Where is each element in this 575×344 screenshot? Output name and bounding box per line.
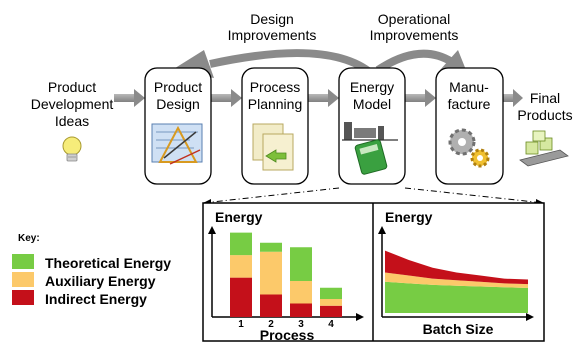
svg-text:Improvements: Improvements (370, 27, 459, 43)
operational-feedback-arrow (375, 49, 455, 74)
stage-energy-model: Energy Model (338, 67, 406, 185)
output-label: Final Products (517, 90, 572, 123)
bar-segment-indirect-energy-2 (260, 294, 282, 317)
svg-text:Development: Development (31, 96, 114, 112)
svg-text:Theoretical Energy: Theoretical Energy (45, 255, 171, 271)
stage-product-design: Product Design (144, 67, 212, 185)
svg-text:Design: Design (156, 96, 200, 112)
bar-segment-theoretical-energy-4 (320, 287, 342, 299)
svg-text:Manu-: Manu- (449, 79, 489, 95)
bar-chart-tick-label: 1 (238, 319, 244, 330)
blueprint-icon (151, 123, 203, 165)
calculator-factory-icon (342, 122, 398, 175)
bar-chart-tick-label: 3 (298, 319, 304, 330)
operational-improvements-label: Operational Improvements (370, 11, 459, 43)
batch-size-area-chart: Energy Batch Size (378, 209, 534, 337)
svg-text:Model: Model (353, 96, 391, 112)
area-band-theoretical-energy (385, 281, 528, 313)
svg-text:Auxiliary Energy: Auxiliary Energy (45, 273, 156, 289)
bar-segment-theoretical-energy-3 (290, 247, 312, 281)
bar-chart-y-arrowhead (208, 226, 216, 234)
stage-process-planning: Process Planning (241, 67, 309, 185)
svg-text:facture: facture (448, 96, 491, 112)
bar-chart-tick-label: 4 (328, 319, 334, 330)
design-feedback-arrow (209, 49, 375, 78)
bar-segment-indirect-energy-1 (230, 277, 252, 317)
lightbulb-icon (62, 136, 82, 162)
svg-text:Process: Process (250, 79, 301, 95)
conveyor-boxes-icon (519, 130, 569, 167)
bar-segment-auxiliary-energy-3 (290, 281, 312, 304)
legend-swatch-theoretical (12, 254, 34, 269)
area-chart-ylabel: Energy (385, 209, 433, 225)
bar-segment-indirect-energy-3 (290, 303, 312, 317)
bar-segment-auxiliary-energy-4 (320, 299, 342, 306)
stage-manufacture: Manu- facture (435, 67, 504, 185)
flow-arrow (503, 89, 523, 107)
bar-chart-x-arrowhead (356, 313, 364, 321)
svg-text:Final: Final (530, 90, 560, 106)
svg-text:Product: Product (48, 79, 96, 95)
bar-chart-tick-label: 2 (268, 319, 274, 330)
svg-text:Operational: Operational (378, 11, 450, 27)
legend: Key: Theoretical Energy Auxiliary Energy… (12, 233, 171, 307)
legend-swatch-indirect (12, 290, 34, 305)
process-energy-bar-chart: Energy 1 2 3 4 Process (208, 209, 364, 343)
svg-text:Product: Product (154, 79, 202, 95)
flow-arrow (114, 89, 145, 107)
bar-segment-theoretical-energy-1 (230, 232, 252, 256)
svg-text:Design: Design (250, 11, 294, 27)
legend-swatch-auxiliary (12, 272, 34, 287)
gears-icon (448, 128, 490, 168)
bar-segment-indirect-energy-4 (320, 305, 342, 317)
flow-arrows (114, 89, 523, 107)
svg-text:Ideas: Ideas (55, 113, 89, 129)
bar-segment-theoretical-energy-2 (260, 242, 282, 252)
area-chart-xlabel: Batch Size (423, 321, 494, 337)
area-chart-y-arrowhead (378, 226, 386, 234)
svg-text:Products: Products (517, 107, 572, 123)
bar-segment-auxiliary-energy-2 (260, 251, 282, 295)
input-label: Product Development Ideas (31, 79, 114, 129)
flow-arrow (405, 89, 436, 107)
documents-icon (252, 123, 294, 171)
flow-arrow (211, 89, 242, 107)
svg-text:Improvements: Improvements (228, 27, 317, 43)
area-band-indirect-energy (385, 250, 528, 285)
design-improvements-label: Design Improvements (228, 11, 317, 43)
bar-chart-xlabel: Process (260, 327, 315, 343)
bar-chart-ylabel: Energy (215, 209, 263, 225)
flow-arrow (308, 89, 339, 107)
area-chart-x-arrowhead (526, 313, 534, 321)
bar-segment-auxiliary-energy-1 (230, 255, 252, 278)
svg-text:Energy: Energy (350, 79, 394, 95)
svg-text:Planning: Planning (248, 96, 303, 112)
feedback-arrows (172, 49, 470, 80)
legend-title: Key: (18, 233, 40, 244)
svg-text:Indirect Energy: Indirect Energy (45, 291, 147, 307)
